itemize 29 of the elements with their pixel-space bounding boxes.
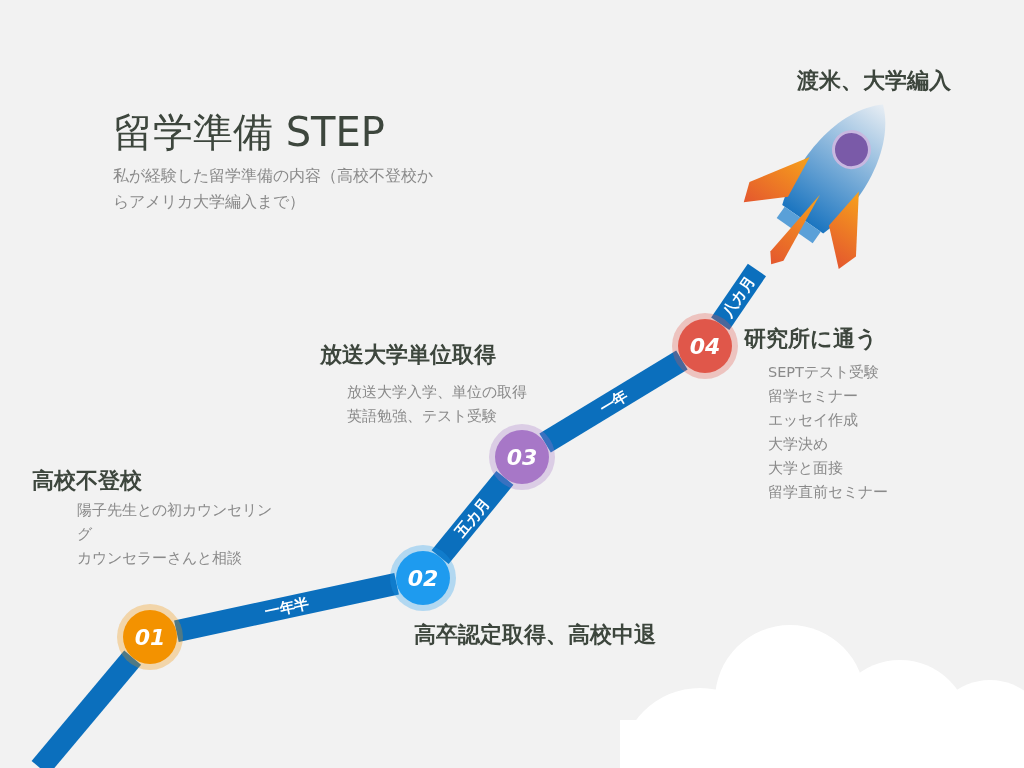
timeline-band	[539, 350, 688, 453]
step-heading: 研究所に通う	[744, 326, 878, 353]
timeline-band	[431, 470, 514, 565]
step-detail: 放送大学入学、単位の取得	[347, 383, 528, 402]
step-circle: 04	[678, 319, 732, 373]
title: 留学準備 STEP	[113, 108, 385, 156]
step-heading: 渡米、大学編入	[797, 68, 951, 95]
edge-label: 一年半	[262, 595, 311, 620]
step-circle: 02	[396, 551, 450, 605]
step-detail: 大学決め	[768, 435, 829, 454]
step-detail: 陽子先生との初カウンセリング	[77, 501, 273, 544]
step-detail: 大学と面接	[768, 459, 844, 478]
step-detail: カウンセラーさんと相談	[77, 549, 243, 568]
step-detail: エッセイ作成	[768, 411, 859, 430]
step-detail: 留学セミナー	[768, 387, 859, 406]
step-heading: 高卒認定取得、高校中退	[414, 622, 656, 649]
step-detail: 留学直前セミナー	[768, 483, 889, 502]
edge-label: 五カ月	[452, 495, 493, 540]
edge-label: 一年	[596, 387, 631, 416]
step-detail: 英語勉強、テスト受験	[347, 407, 498, 426]
step-circle: 03	[495, 430, 549, 484]
subtitle: 私が経験した留学準備の内容（高校不登校からアメリカ大学編入まで）	[113, 165, 434, 213]
step-heading: 放送大学単位取得	[320, 342, 496, 369]
edge-label: 八カ月	[719, 274, 758, 320]
timeline-band	[31, 650, 142, 768]
step-heading: 高校不登校	[32, 468, 142, 495]
step-detail: SEPTテスト受験	[768, 363, 880, 382]
step-circle: 01	[123, 610, 177, 664]
timeline-band	[174, 572, 399, 643]
